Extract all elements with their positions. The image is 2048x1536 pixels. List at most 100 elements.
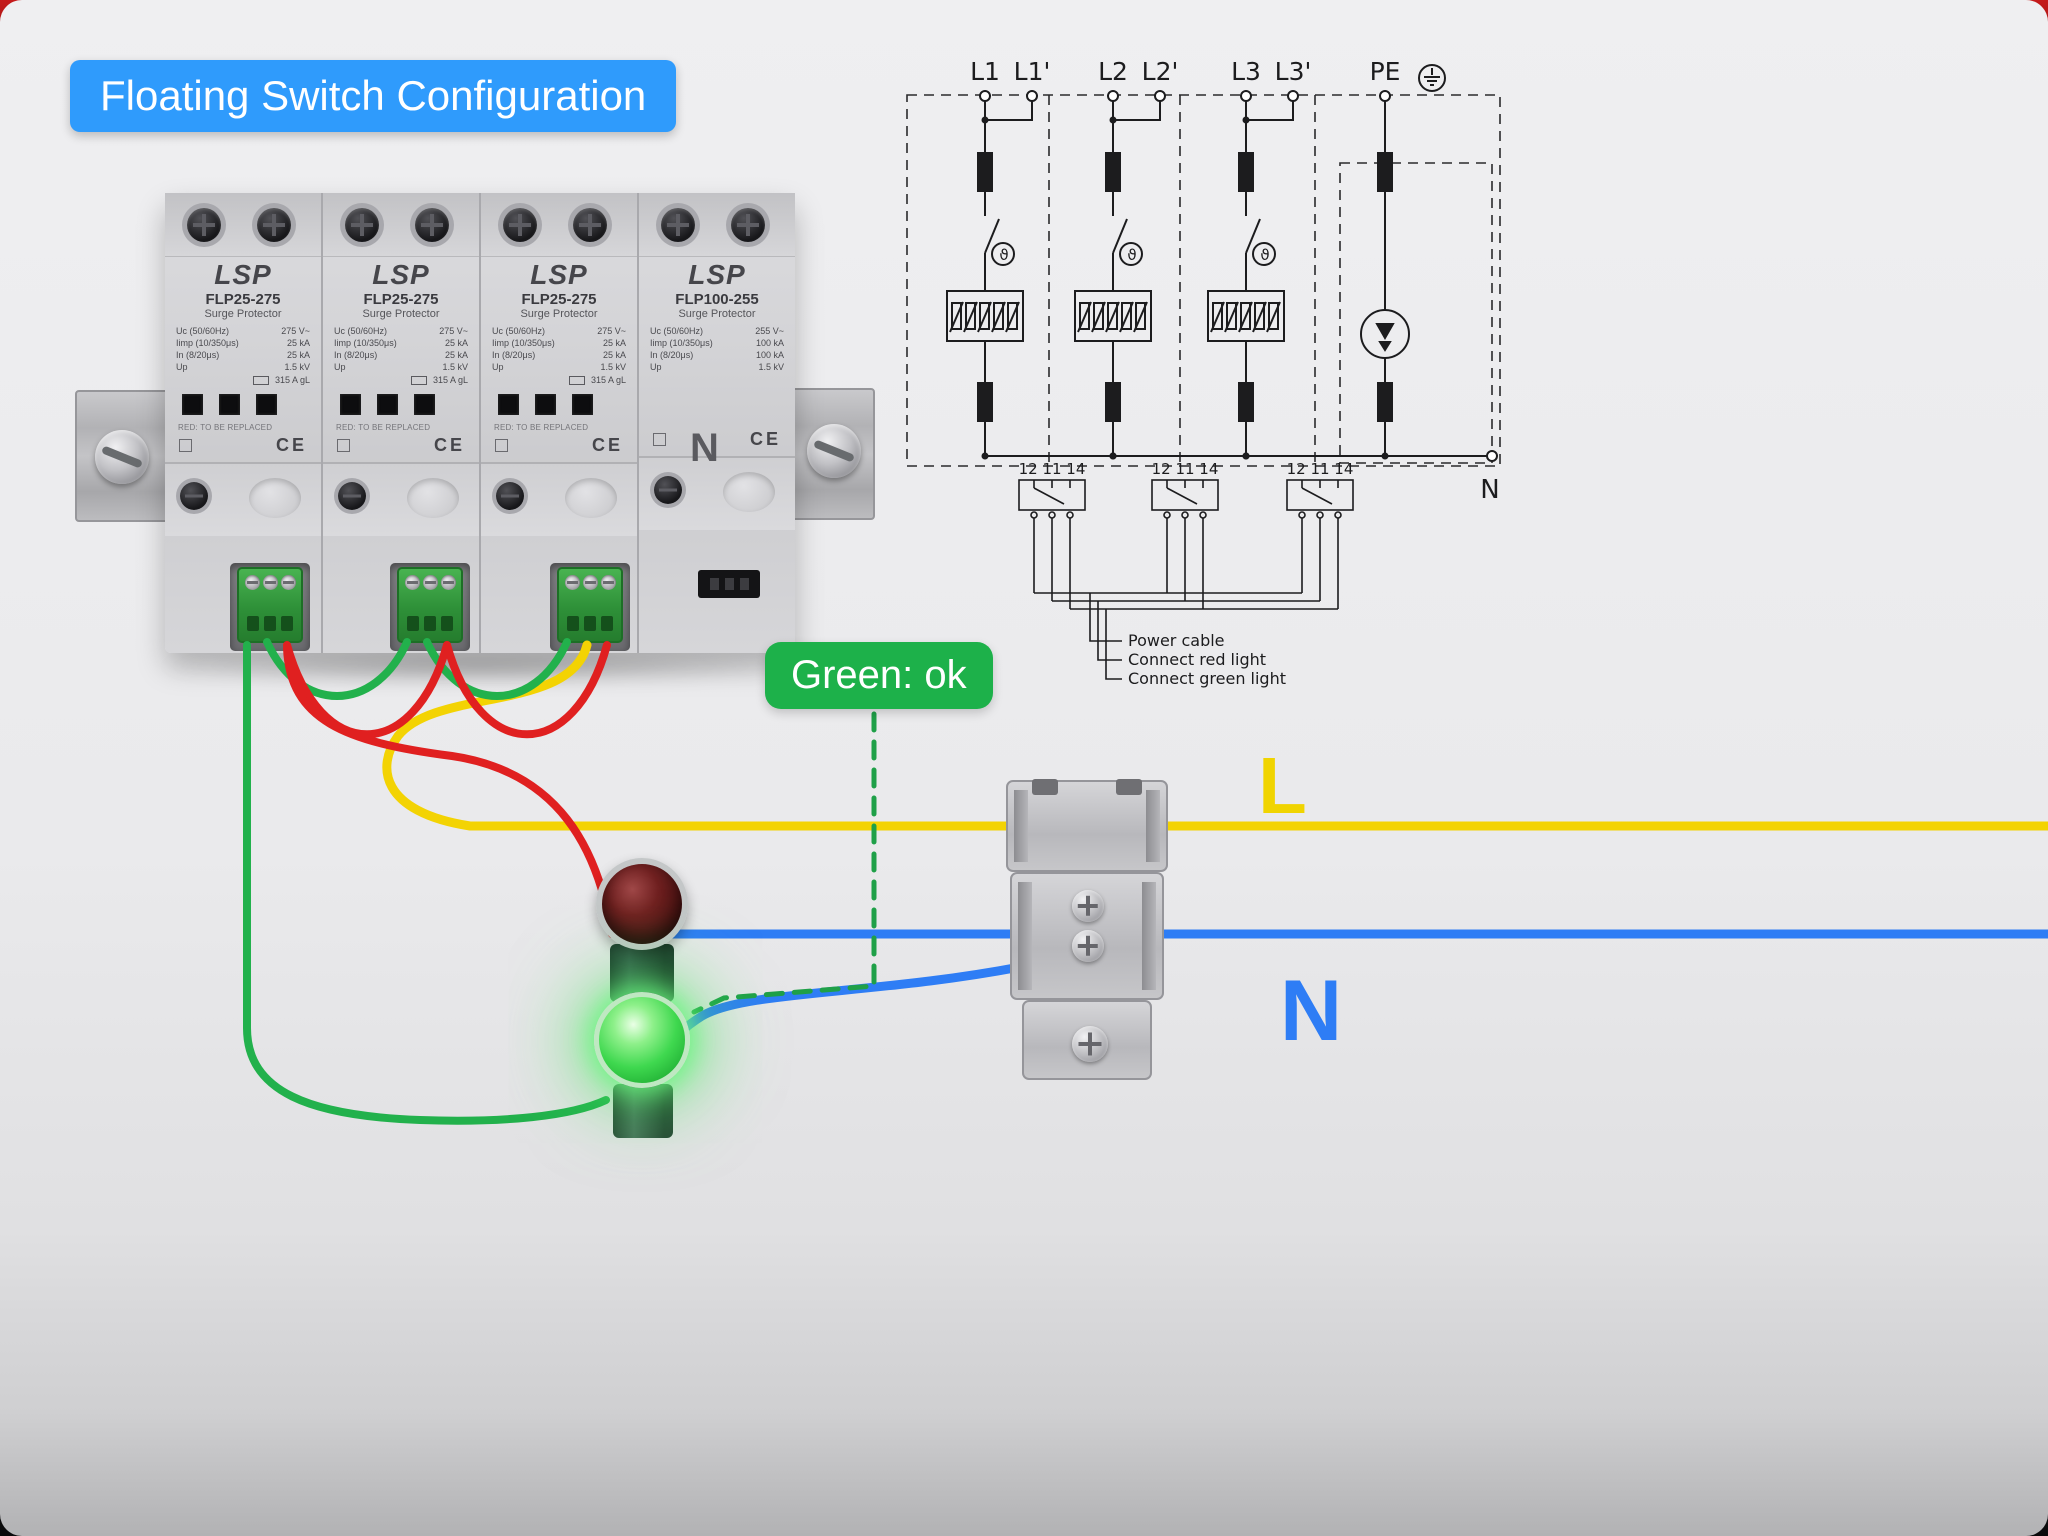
- spec-value: 25 kA: [444, 350, 468, 360]
- status-window-icon: [340, 394, 361, 415]
- spec-row: In (8/20μs) 25 kA: [176, 349, 310, 361]
- module-top: [481, 193, 637, 257]
- green-indicator-lamp: [594, 992, 690, 1088]
- green-lamp-body: [613, 1084, 673, 1138]
- contact-groups: [1018, 479, 1354, 680]
- spec-key: Uc (50/60Hz): [650, 326, 704, 336]
- phase-label: L2: [1098, 57, 1128, 86]
- cert-row: CE: [323, 433, 479, 456]
- model-number: FLP25-275: [521, 291, 597, 308]
- spec-value: 275 V~: [439, 326, 468, 336]
- blank-window: [249, 478, 301, 518]
- brand-logo: LSP: [530, 259, 588, 290]
- connector-pin: [709, 578, 719, 590]
- replace-note: RED: TO BE REPLACED: [494, 423, 589, 432]
- fuse-rating: 315 A gL: [590, 375, 626, 385]
- module-lower: [165, 462, 321, 536]
- clamp-tab: [1116, 779, 1142, 795]
- module-top: [165, 193, 321, 257]
- wire-entry: [280, 616, 293, 631]
- terminal-screw-icon: [503, 208, 537, 242]
- ce-mark: CE: [275, 435, 307, 455]
- wire-entry: [247, 616, 260, 631]
- spd-module-4: LSP FLP100-255 Surge Protector Uc (50/60…: [637, 193, 795, 653]
- plug-screw-icon: [280, 575, 296, 590]
- connector-pin: [724, 578, 734, 590]
- device-shadow: [150, 648, 810, 684]
- plug-screw-icon: [422, 575, 438, 590]
- terminal-screw-icon: [573, 208, 607, 242]
- neutral-wire-label: N: [1280, 963, 1343, 1059]
- spec-key: Up: [492, 362, 504, 372]
- clamp-jaw: [1146, 790, 1160, 862]
- spec-table: Uc (50/60Hz)275 V~ Iimp (10/350μs)25 kA …: [481, 325, 637, 373]
- phase-label: L1': [1014, 57, 1051, 86]
- spec-value: 25 kA: [602, 350, 626, 360]
- spec-key: In (8/20μs): [176, 350, 220, 360]
- plug-screw-icon: [262, 575, 278, 590]
- device-type: Surge Protector: [678, 308, 756, 320]
- clamp-jaw: [1014, 790, 1028, 862]
- module-top: [639, 193, 795, 257]
- blank-window: [723, 472, 775, 512]
- neutral-bus: [985, 450, 1498, 462]
- wire-entry: [423, 616, 436, 631]
- terminal-screw-icon: [731, 208, 765, 242]
- wire-entry: [600, 616, 613, 631]
- replace-note: RED: TO BE REPLACED: [178, 423, 273, 432]
- phase-label: L1: [970, 57, 1000, 86]
- spec-value: 25 kA: [286, 338, 310, 348]
- fuse-rating: 315 A gL: [274, 375, 310, 385]
- legend-power-cable: Power cable: [1128, 631, 1225, 650]
- spec-row: In (8/20μs)25 kA: [334, 349, 468, 361]
- wire-entry: [583, 616, 596, 631]
- spec-row: Iimp (10/350μs)25 kA: [492, 337, 626, 349]
- red-indicator-lamp: [596, 858, 688, 950]
- spec-key: Iimp (10/350μs): [334, 338, 397, 348]
- spec-row: In (8/20μs)100 kA: [650, 349, 784, 361]
- spec-key: Up: [176, 362, 188, 372]
- spec-value: 1.5 kV: [284, 362, 310, 372]
- terminal-block-line: [1006, 779, 1168, 872]
- manual-icon: [495, 439, 508, 452]
- schematic-neutral-label: N: [1480, 475, 1499, 505]
- thermal-symbol: ϑ: [1260, 246, 1269, 264]
- manual-icon: [653, 433, 666, 446]
- cert-row: CE: [481, 433, 637, 456]
- spec-row: In (8/20μs)25 kA: [492, 349, 626, 361]
- spec-value: 25 kA: [286, 350, 310, 360]
- status-window-icon: [219, 394, 240, 415]
- spec-value: 100 kA: [755, 350, 784, 360]
- clamp-tab: [1032, 779, 1058, 795]
- spec-row: Iimp (10/350μs)100 kA: [650, 337, 784, 349]
- status-window-icon: [414, 394, 435, 415]
- device-type: Surge Protector: [520, 308, 598, 320]
- spec-table: Uc (50/60Hz)255 V~ Iimp (10/350μs)100 kA…: [639, 325, 795, 373]
- remote-contact-plug: [557, 567, 623, 643]
- cert-row: CE: [165, 433, 321, 456]
- neutral-connector: [698, 570, 760, 598]
- spec-value: 25 kA: [602, 338, 626, 348]
- manual-icon: [179, 439, 192, 452]
- spd-module-2: LSP FLP25-275 Surge Protector Uc (50/60H…: [321, 193, 479, 653]
- model-number: FLP25-275: [205, 291, 281, 308]
- connector-pin: [739, 578, 749, 590]
- page-title: Floating Switch Configuration: [70, 60, 677, 132]
- spec-row: Uc (50/60Hz)255 V~: [650, 325, 784, 337]
- terminal-screw-icon: [661, 208, 695, 242]
- terminal-block-base: [1022, 1000, 1152, 1080]
- plug-screw-icon: [440, 575, 456, 590]
- brand-logo: LSP: [688, 259, 746, 290]
- spec-key: Up: [650, 362, 662, 372]
- terminal-screw-icon: [496, 482, 524, 510]
- spd-module-1: LSP FLP25-275 Surge Protector Uc (50/60H…: [165, 193, 321, 653]
- rail-screw-icon: [95, 430, 149, 484]
- pe-label: PE: [1370, 57, 1401, 86]
- fuse-icon: [410, 375, 427, 385]
- fuse-rating: 315 A gL: [432, 375, 468, 385]
- spec-row: Uc (50/60Hz)275 V~: [176, 325, 310, 337]
- status-window-icon: [572, 394, 593, 415]
- phase-label: L3: [1231, 57, 1261, 86]
